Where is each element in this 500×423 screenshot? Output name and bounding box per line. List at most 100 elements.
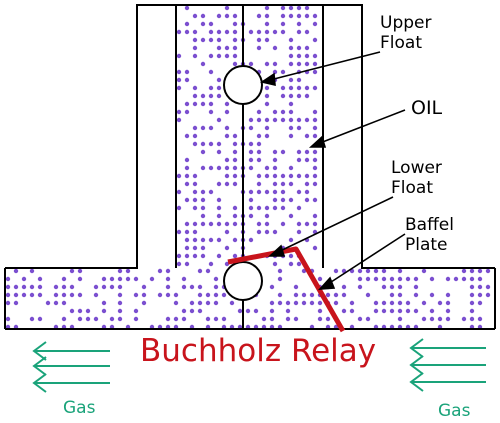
oil-dot (221, 316, 227, 322)
oil-dot (421, 316, 427, 322)
oil-dot (296, 173, 302, 179)
oil-dot (213, 292, 219, 298)
oil-dot (184, 165, 190, 171)
oil-dot (237, 308, 243, 314)
oil-dot (264, 93, 270, 99)
oil-dot (264, 5, 270, 11)
oil-dot (37, 276, 43, 282)
oil-dot (256, 205, 262, 211)
oil-dot (312, 69, 318, 75)
oil-dot (413, 292, 419, 298)
oil-dot (184, 197, 190, 203)
oil-dot (381, 300, 387, 306)
oil-dot (325, 316, 331, 322)
oil-dot (413, 276, 419, 282)
oil-dot (405, 276, 411, 282)
oil-dot (21, 292, 27, 298)
oil-dot (421, 268, 427, 274)
oil-dot (248, 237, 254, 243)
oil-dot (173, 316, 179, 322)
oil-dot (181, 284, 187, 290)
oil-dot (280, 173, 286, 179)
oil-dot (272, 61, 278, 67)
oil-dot (216, 181, 222, 187)
oil-dot (93, 292, 99, 298)
oil-dot (224, 45, 230, 51)
oil-dot (264, 133, 270, 139)
oil-dot (189, 284, 195, 290)
oil-dot (405, 300, 411, 306)
oil-dot (381, 284, 387, 290)
oil-dot (61, 284, 67, 290)
oil-dot (296, 229, 302, 235)
oil-dot (272, 189, 278, 195)
oil-dot (357, 316, 363, 322)
oil-dot (264, 29, 270, 35)
oil-dot (333, 300, 339, 306)
oil-dot (256, 141, 262, 147)
oil-dot (248, 125, 254, 131)
oil-dot (445, 276, 451, 282)
oil-dot (232, 165, 238, 171)
oil-dot (192, 133, 198, 139)
oil-dot (205, 316, 211, 322)
oil-dot (232, 149, 238, 155)
oil-dot (165, 284, 171, 290)
oil-dot (264, 13, 270, 19)
oil-dot (288, 117, 294, 123)
oil-dot (117, 300, 123, 306)
oil-dot (272, 157, 278, 163)
oil-dot (373, 300, 379, 306)
oil-dot (213, 316, 219, 322)
oil-dot (192, 237, 198, 243)
relay-outline (4, 4, 496, 330)
oil-dot (469, 292, 475, 298)
oil-dot (176, 53, 182, 59)
oil-dot (333, 292, 339, 298)
oil-dot (208, 21, 214, 27)
oil-dot (381, 268, 387, 274)
oil-dot (288, 213, 294, 219)
oil-dot (304, 117, 310, 123)
oil-dot (208, 165, 214, 171)
oil-dot (365, 292, 371, 298)
oil-dot (304, 85, 310, 91)
oil-dot (280, 197, 286, 203)
oil-dot (224, 13, 230, 19)
oil-dot (312, 53, 318, 59)
lower-float-pointer (277, 196, 394, 253)
oil-dot (445, 308, 451, 314)
oil-dot (288, 53, 294, 59)
oil-dot (200, 213, 206, 219)
oil-dot (264, 173, 270, 179)
oil-dot (373, 268, 379, 274)
oil-dot (461, 276, 467, 282)
oil-dot (304, 157, 310, 163)
oil-dot (312, 21, 318, 27)
oil-dot (133, 276, 139, 282)
oil-dot (197, 300, 203, 306)
oil-dot (109, 284, 115, 290)
oil-dot (200, 125, 206, 131)
oil-dot (192, 205, 198, 211)
oil-dot (216, 149, 222, 155)
oil-dot (357, 284, 363, 290)
oil-dot (261, 316, 267, 322)
oil-dot (304, 5, 310, 11)
oil-dot (200, 205, 206, 211)
baffel-plate-pointer (327, 233, 406, 285)
oil-dot (216, 45, 222, 51)
oil-dot (248, 165, 254, 171)
oil-dot (216, 205, 222, 211)
oil-dot (181, 276, 187, 282)
oil-dot (224, 181, 230, 187)
oil-dot (280, 189, 286, 195)
oil-dot (165, 268, 171, 274)
oil-dot (224, 109, 230, 115)
oil-dot (192, 253, 198, 259)
oil-dot (445, 316, 451, 322)
oil-dot (29, 292, 35, 298)
oil-dot (312, 37, 318, 43)
oil-dot (53, 284, 59, 290)
